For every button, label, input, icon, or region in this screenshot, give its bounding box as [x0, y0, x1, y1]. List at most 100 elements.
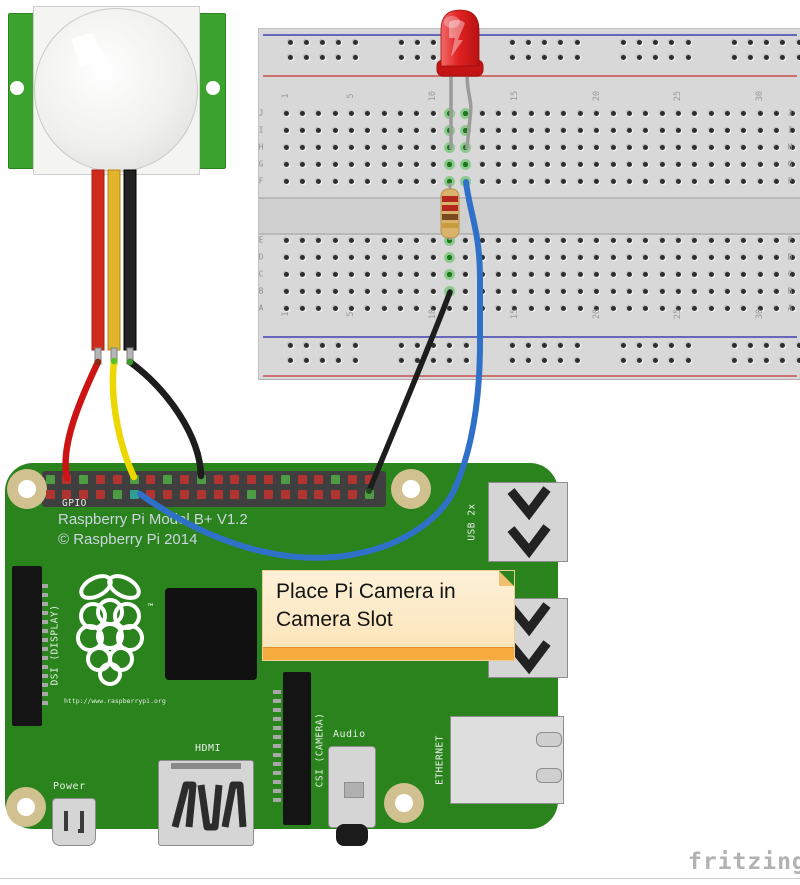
- breadboard-hole: [643, 178, 649, 184]
- yellow-wire-tip: [110, 357, 118, 365]
- breadboard-hole: [397, 178, 403, 184]
- breadboard-hole: [577, 127, 583, 133]
- breadboard-hole: [561, 144, 567, 150]
- breadboard-hole: [381, 127, 387, 133]
- dsi-pin-stub: [40, 620, 48, 624]
- pir-mount-hole-right: [206, 81, 220, 95]
- csi-label: CSI (CAMERA): [314, 712, 326, 788]
- csi-pin-stub: [273, 780, 281, 784]
- breadboard-hole: [741, 237, 747, 243]
- breadboard[interactable]: [258, 28, 800, 380]
- breadboard-hole: [790, 305, 796, 311]
- breadboard-hole: [675, 254, 681, 260]
- pi-url-label: http://www.raspberrypi.org: [64, 697, 166, 705]
- pi-copyright-label: © Raspberry Pi 2014: [58, 531, 198, 548]
- breadboard-hole: [757, 127, 763, 133]
- breadboard-hole: [741, 110, 747, 116]
- breadboard-hole: [594, 288, 600, 294]
- breadboard-hole: [316, 127, 322, 133]
- gpio-pin-top-12: [230, 475, 240, 484]
- breadboard-hole: [675, 271, 681, 277]
- breadboard-hole: [496, 288, 502, 294]
- breadboard-hole: [692, 305, 698, 311]
- breadboard-rail-hole: [669, 357, 675, 363]
- pir-black-wire[interactable]: [126, 358, 205, 480]
- breadboard-hole: [675, 161, 681, 167]
- breadboard-hole: [757, 178, 763, 184]
- breadboard-hole: [545, 305, 551, 311]
- breadboard-hole: [430, 110, 436, 116]
- breadboard-connected-hole: [444, 158, 455, 170]
- csi-pin-stub: [273, 726, 281, 730]
- black-wire-tip: [126, 358, 134, 366]
- pir-yellow-wire[interactable]: [109, 357, 138, 481]
- csi-pin-stub: [273, 690, 281, 694]
- breadboard-hole: [463, 288, 469, 294]
- breadboard-hole: [626, 288, 632, 294]
- breadboard-hole: [348, 161, 354, 167]
- breadboard-hole: [577, 144, 583, 150]
- breadboard-hole: [675, 110, 681, 116]
- breadboard-row-letter: B: [258, 286, 264, 296]
- breadboard-rail-hole: [303, 39, 309, 45]
- breadboard-connected-hole: [444, 251, 455, 263]
- breadboard-hole: [348, 110, 354, 116]
- breadboard-hole: [381, 178, 387, 184]
- breadboard-hole: [594, 237, 600, 243]
- breadboard-hole: [299, 161, 305, 167]
- breadboard-rail-hole: [414, 39, 420, 45]
- breadboard-hole: [528, 178, 534, 184]
- pir-ribbon-red: [91, 169, 105, 351]
- breadboard-hole: [708, 271, 714, 277]
- breadboard-hole: [741, 288, 747, 294]
- breadboard-row-letter: I: [787, 125, 793, 135]
- breadboard-column-number: 25: [673, 90, 684, 102]
- breadboard-rail-hole: [685, 342, 691, 348]
- gpio-pin-bottom-11: [213, 490, 223, 499]
- breadboard-hole: [512, 254, 518, 260]
- pir-red-wire[interactable]: [62, 358, 102, 482]
- breadboard-rail-hole: [463, 39, 469, 45]
- breadboard-hole: [316, 305, 322, 311]
- breadboard-hole: [365, 237, 371, 243]
- breadboard-hole: [610, 271, 616, 277]
- breadboard-rail-hole: [431, 54, 437, 60]
- breadboard-hole: [741, 161, 747, 167]
- gpio-pin-bottom-16: [297, 490, 307, 499]
- breadboard-rail-hole: [447, 342, 453, 348]
- camera-note[interactable]: Place Pi Camera in Camera Slot: [262, 570, 515, 661]
- breadboard-hole: [594, 271, 600, 277]
- breadboard-row-letter: D: [258, 252, 264, 262]
- breadboard-hole: [316, 271, 322, 277]
- breadboard-rail-hole: [764, 357, 770, 363]
- breadboard-hole: [430, 127, 436, 133]
- gpio-pin-bottom-4: [95, 490, 105, 499]
- breadboard-hole: [332, 254, 338, 260]
- breadboard-hole: [332, 178, 338, 184]
- breadboard-hole: [545, 254, 551, 260]
- breadboard-hole: [496, 144, 502, 150]
- breadboard-rail-hole: [336, 357, 342, 363]
- breadboard-rail-hole: [398, 54, 404, 60]
- breadboard-hole: [577, 161, 583, 167]
- breadboard-hole: [397, 161, 403, 167]
- breadboard-hole: [316, 254, 322, 260]
- breadboard-hole: [659, 288, 665, 294]
- breadboard-hole: [790, 127, 796, 133]
- breadboard-rail-hole: [747, 342, 753, 348]
- gpio-pin-top-11: [213, 475, 223, 484]
- breadboard-hole: [610, 144, 616, 150]
- breadboard-rail-hole: [287, 54, 293, 60]
- breadboard-hole: [626, 271, 632, 277]
- breadboard-hole: [528, 110, 534, 116]
- breadboard-hole: [365, 161, 371, 167]
- breadboard-hole: [414, 288, 420, 294]
- breadboard-hole: [626, 110, 632, 116]
- breadboard-rail-hole: [414, 357, 420, 363]
- breadboard-hole: [545, 127, 551, 133]
- breadboard-hole: [479, 254, 485, 260]
- breadboard-column-number: 15: [509, 90, 520, 102]
- breadboard-hole: [479, 161, 485, 167]
- gpio-pin-top-17: [314, 475, 324, 484]
- breadboard-hole: [348, 271, 354, 277]
